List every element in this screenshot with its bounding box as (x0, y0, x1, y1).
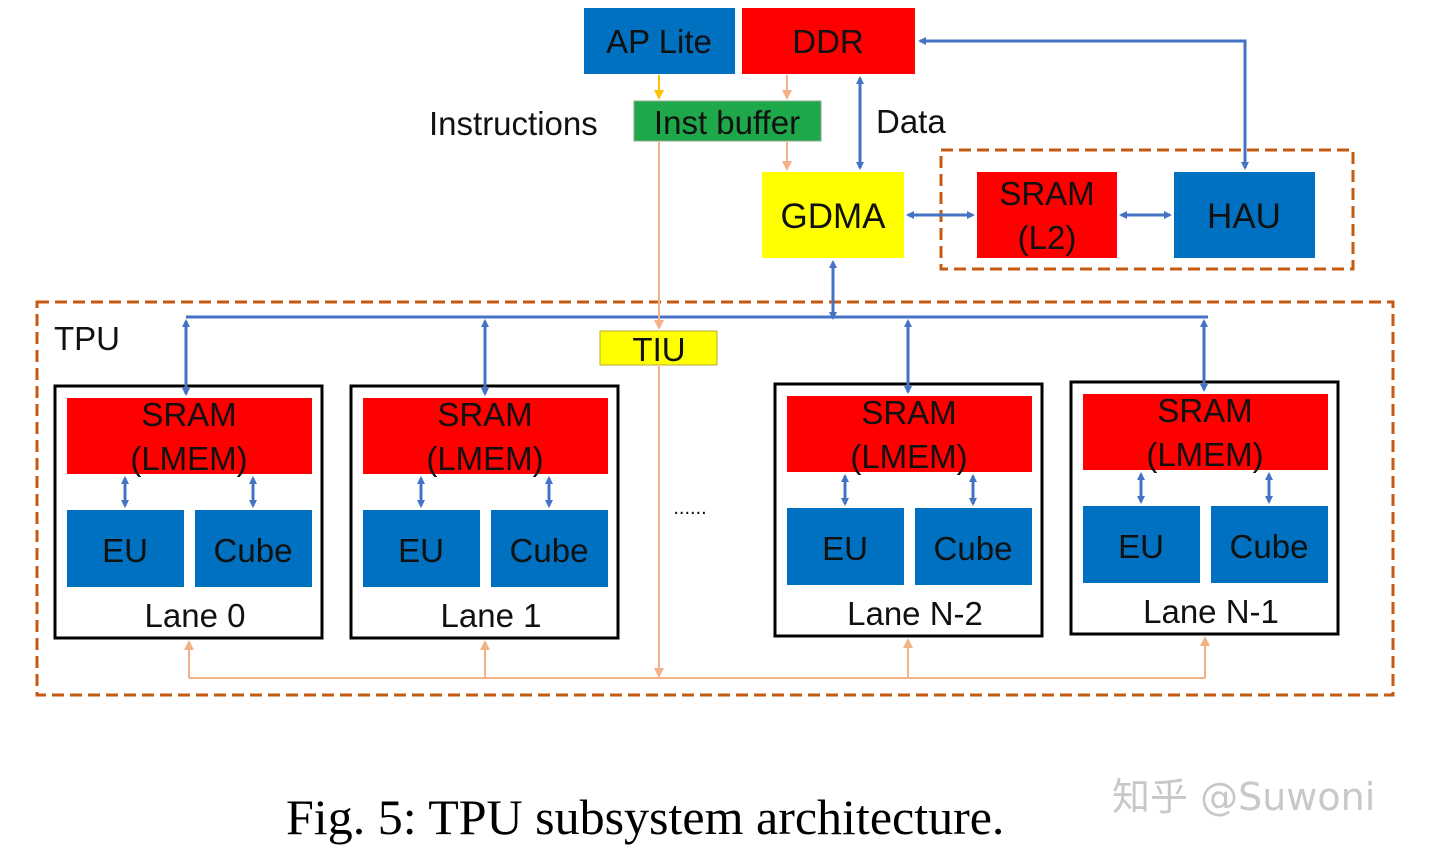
watermark: 知乎 @Suwoni (1112, 775, 1375, 819)
sram-l2-label-line1: SRAM (999, 175, 1094, 212)
eu-label: EU (102, 532, 148, 569)
eu-block: EU (787, 508, 904, 585)
cube-label: Cube (214, 532, 293, 569)
sram-lmem-label-line1: SRAM (141, 396, 236, 433)
cube-label: Cube (1230, 528, 1309, 565)
tpu-group-border (35, 300, 1395, 697)
sram-lmem-block: SRAM (LMEM) (67, 396, 312, 477)
gdma-label: GDMA (781, 197, 887, 236)
eu-block: EU (1083, 506, 1200, 583)
hau-block: HAU (1174, 172, 1315, 258)
tiu-label: TIU (632, 331, 685, 368)
ddr-label: DDR (792, 23, 864, 60)
figure-caption: Fig. 5: TPU subsystem architecture. (286, 789, 1004, 845)
cube-block: Cube (195, 510, 312, 587)
gdma-block: GDMA (762, 172, 904, 258)
eu-label: EU (822, 530, 868, 567)
sram-lmem-label-line2: (LMEM) (850, 438, 967, 475)
sram-l2-block: SRAM (L2) (977, 172, 1117, 258)
cube-block: Cube (491, 510, 608, 587)
sram-l2-label-line2: (L2) (1018, 219, 1077, 256)
sram-lmem-block: SRAM (LMEM) (787, 394, 1032, 475)
lanes-ellipsis: ...... (673, 497, 706, 519)
ddr-block: DDR (742, 8, 915, 74)
data-label: Data (876, 103, 946, 140)
inst-buffer-label: Inst buffer (654, 104, 800, 141)
sram-lmem-label-line2: (LMEM) (426, 440, 543, 477)
hau-ddr-arrow (918, 37, 1249, 170)
cube-label: Cube (510, 532, 589, 569)
sram-lmem-label-line2: (LMEM) (130, 440, 247, 477)
lane-label: Lane N-1 (1143, 593, 1279, 630)
cube-block: Cube (915, 508, 1032, 585)
sram-lmem-label-line1: SRAM (1157, 392, 1252, 429)
ap-lite-label: AP Lite (606, 23, 712, 60)
eu-label: EU (398, 532, 444, 569)
sram-lmem-block: SRAM (LMEM) (363, 396, 608, 477)
inst-buffer-block: Inst buffer (633, 100, 822, 142)
sram-lmem-label-line1: SRAM (861, 394, 956, 431)
eu-label: EU (1118, 528, 1164, 565)
lane-label: Lane 0 (145, 597, 246, 634)
cube-label: Cube (934, 530, 1013, 567)
lane-label: Lane N-2 (847, 595, 983, 632)
ap-lite-block: AP Lite (584, 8, 735, 74)
eu-block: EU (363, 510, 480, 587)
sram-lmem-block: SRAM (LMEM) (1083, 392, 1328, 473)
instructions-label: Instructions (429, 105, 598, 142)
sram-lmem-label-line1: SRAM (437, 396, 532, 433)
tpu-label: TPU (54, 320, 120, 357)
sram-lmem-label-line2: (LMEM) (1146, 436, 1263, 473)
lane-label: Lane 1 (441, 597, 542, 634)
eu-block: EU (67, 510, 184, 587)
tiu-block: TIU (599, 330, 718, 368)
cube-block: Cube (1211, 506, 1328, 583)
hau-label: HAU (1207, 197, 1281, 236)
